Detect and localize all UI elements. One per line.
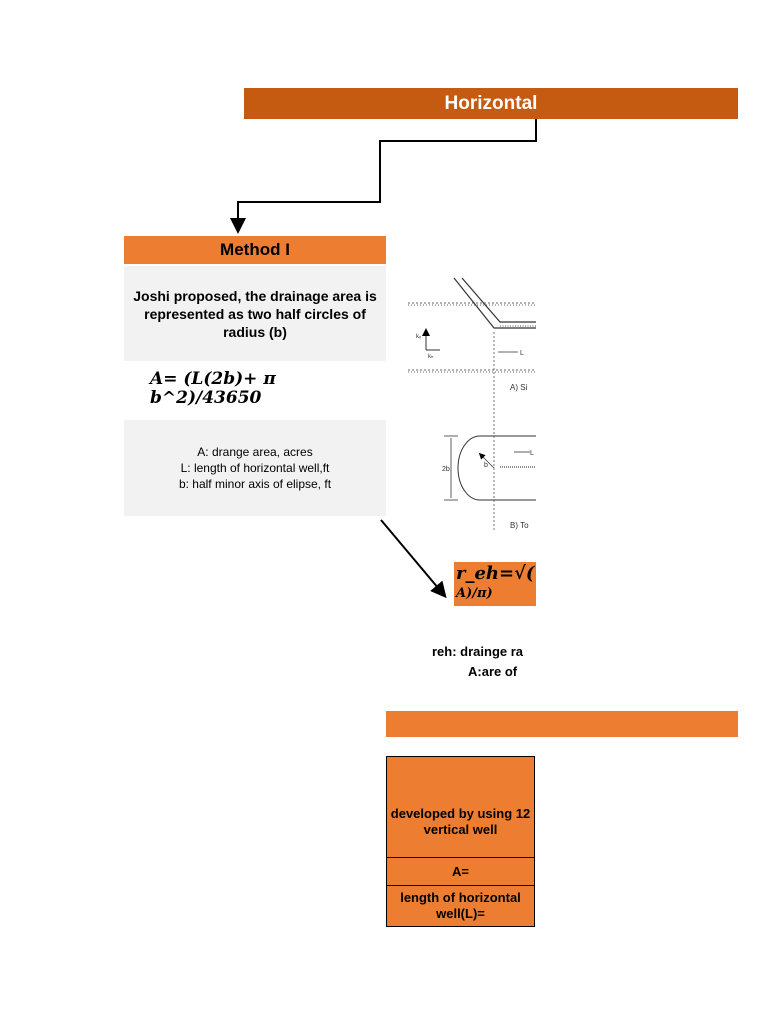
method2-title-bar	[386, 711, 738, 737]
caption-top-view: B) To	[510, 521, 529, 530]
label-2b: 2b	[442, 466, 450, 473]
caption-side-view: A) Si	[510, 383, 528, 392]
label-b: b	[484, 462, 488, 469]
table-cell-developed: developed by using 12 vertical well	[386, 756, 535, 858]
area-formula: A= (L(2b)+ π b^2)/43650	[150, 370, 386, 408]
table-cell-area-text: A=	[452, 863, 469, 879]
method1-description: Joshi proposed, the drainage area is rep…	[133, 287, 377, 340]
area-formula-line1: A= (L(2b)+ π	[150, 369, 276, 389]
table-cell-area: A=	[386, 857, 535, 886]
connector-to-reh	[380, 519, 447, 599]
method1-title-text: Method I	[220, 240, 290, 259]
label-length-top: L	[530, 450, 534, 457]
label-kh: kₕ	[428, 354, 434, 360]
variable-legend-box: A: drange area, acres L: length of horiz…	[124, 420, 386, 516]
header-title: Horizontal	[444, 92, 538, 114]
connector-to-method1	[230, 119, 537, 234]
method1-description-box: Joshi proposed, the drainage area is rep…	[124, 266, 386, 361]
reh-desc-line1: reh: drainge ra	[432, 644, 524, 659]
reh-formula-box: r_eh=√( A)/π)	[454, 562, 536, 606]
table-cell-developed-text: developed by using 12 vertical well	[390, 806, 531, 837]
reh-formula-line1: r_eh=√(	[456, 563, 535, 584]
reh-description: reh: drainge ra A:are of	[432, 642, 536, 682]
drainage-figure: kᵥ kₕ L A) Si 2b b L B) To	[408, 277, 536, 532]
legend-item-a: A: drange area, acres	[197, 445, 313, 459]
label-length-side: L	[520, 350, 524, 357]
area-formula-line2: b^2)/43650	[150, 388, 262, 408]
legend-item-l: L: length of horizontal well,ft	[180, 461, 330, 475]
header-banner: Horizontal	[244, 88, 738, 119]
table-cell-length: length of horizontal well(L)=	[386, 885, 535, 927]
method1-title: Method I	[124, 236, 386, 264]
table-cell-length-text: length of horizontal well(L)=	[400, 890, 521, 921]
reh-formula-line2: A)/π)	[456, 586, 493, 601]
label-kv: kᵥ	[416, 334, 421, 340]
legend-item-b: b: half minor axis of elipse, ft	[178, 477, 332, 491]
reh-desc-line2: A:are of	[468, 664, 518, 679]
